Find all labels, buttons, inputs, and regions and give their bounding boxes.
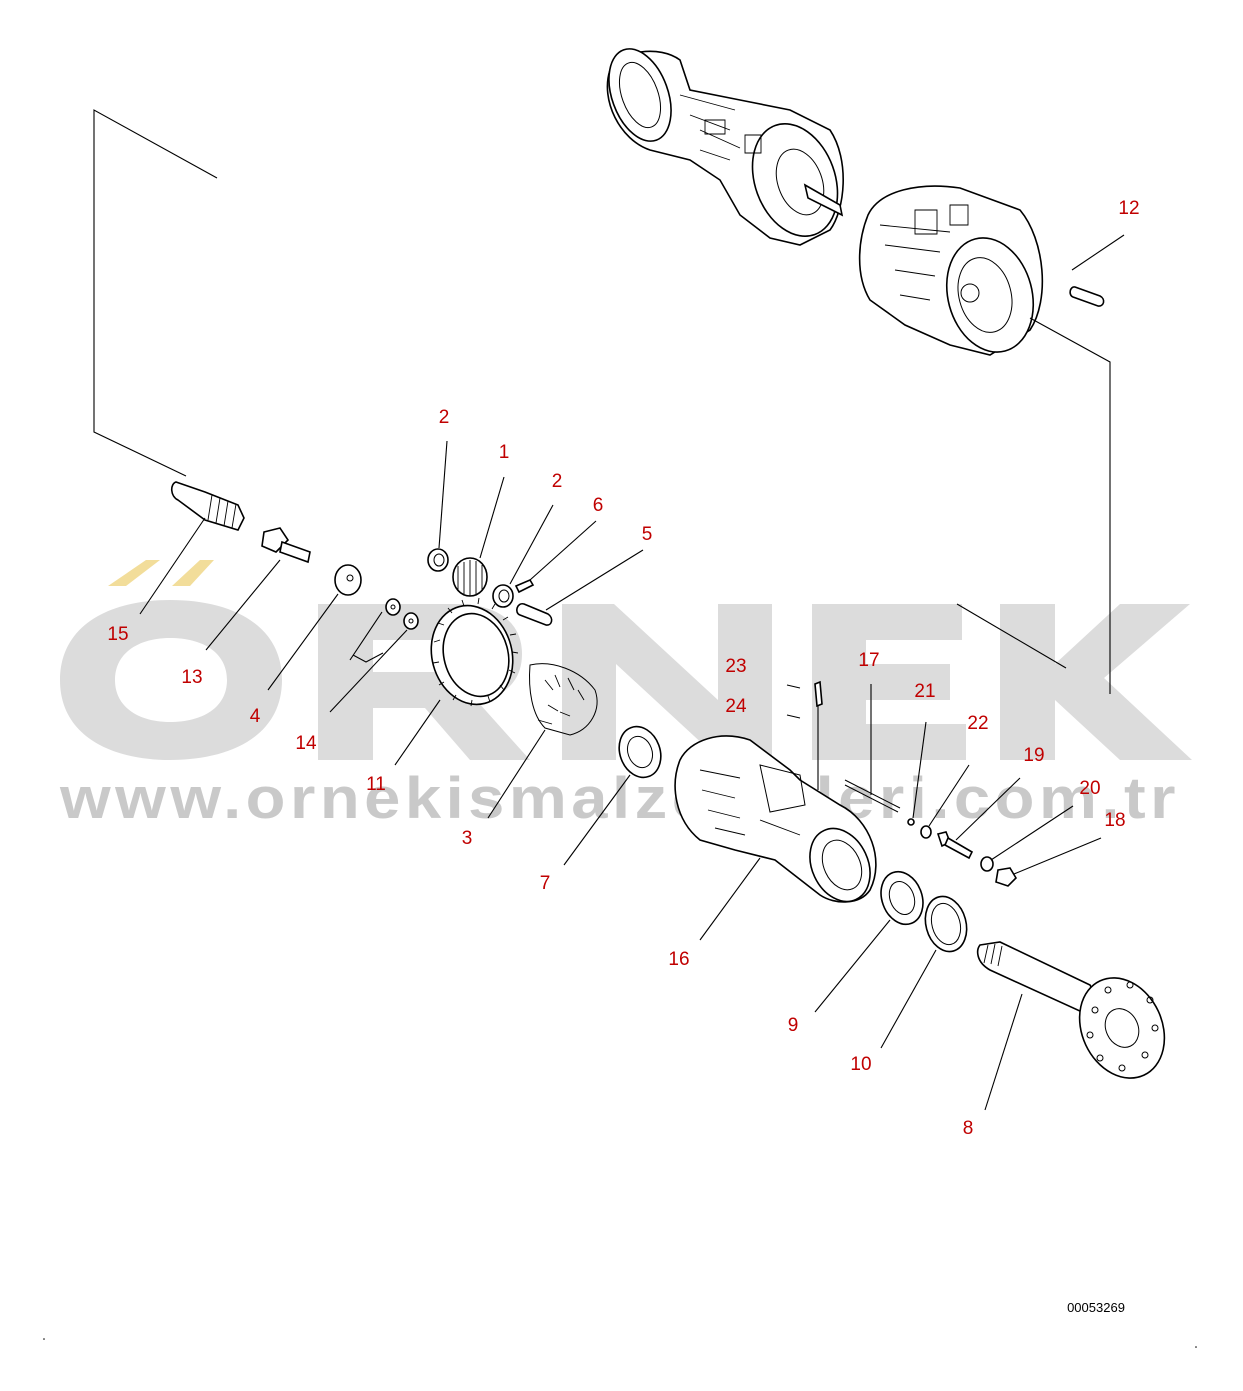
callout-22: 22 — [967, 713, 988, 734]
part-21-fitting — [907, 818, 915, 826]
part-12-pin — [1069, 286, 1105, 307]
callout-3: 3 — [462, 828, 473, 849]
part-3-planet-carrier — [529, 663, 598, 736]
part-10-seal — [924, 895, 968, 953]
part-8-axle-shaft — [976, 941, 1166, 1079]
callout-17: 17 — [858, 650, 879, 671]
part-18-nut — [995, 867, 1018, 887]
callout-12: 12 — [1118, 198, 1139, 219]
callout-4: 4 — [250, 706, 261, 727]
part-17-stud — [844, 779, 901, 813]
part-2-bushing-right — [492, 584, 514, 608]
part-13-bolt — [261, 527, 311, 564]
callout-11: 11 — [366, 774, 386, 795]
part-11-ring-gear — [430, 597, 519, 707]
part-14-shims — [385, 598, 419, 630]
callout-2a: 2 — [439, 407, 450, 428]
callout-2b: 2 — [552, 471, 563, 492]
part-5-planet-shaft — [515, 603, 553, 626]
callout-16: 16 — [668, 949, 689, 970]
part-16-axle-housing — [674, 735, 877, 903]
callout-24: 24 — [725, 696, 747, 717]
part-15-pinion-shaft — [170, 481, 245, 531]
leader-lines — [139, 440, 1102, 1111]
part-19-bolt — [936, 831, 974, 860]
callout-9: 9 — [788, 1015, 799, 1036]
part-4-thrust-washer — [334, 564, 362, 596]
callout-18: 18 — [1104, 810, 1125, 831]
callout-23: 23 — [725, 656, 746, 677]
watermark-accent-right — [172, 560, 214, 586]
part-2-bushing-left — [427, 548, 449, 572]
watermark: www.ornekismalzemeleri.com.tr — [59, 560, 1192, 831]
part-20-washer — [980, 856, 994, 872]
part-23-pin — [814, 680, 823, 708]
reference-lines — [93, 109, 1125, 719]
watermark-url: www.ornekismalzemeleri.com.tr — [59, 766, 1180, 831]
callout-labels: 1 2 2 3 4 5 6 7 8 9 10 11 12 13 14 15 16… — [107, 198, 1139, 1139]
document-number: 00053269 — [1067, 1300, 1125, 1315]
callout-19: 19 — [1023, 745, 1044, 766]
callout-20: 20 — [1079, 778, 1100, 799]
callout-5: 5 — [642, 524, 653, 545]
callout-21: 21 — [914, 681, 935, 702]
callout-1: 1 — [499, 442, 510, 463]
part-9-bearing — [880, 870, 924, 926]
part-6-pin — [514, 578, 535, 594]
callout-6: 6 — [593, 495, 604, 516]
callout-7: 7 — [540, 873, 551, 894]
callout-15: 15 — [107, 624, 128, 645]
callout-13: 13 — [181, 667, 202, 688]
callout-10: 10 — [850, 1054, 871, 1075]
differential-housing — [858, 185, 1044, 356]
corner-marks — [43, 1338, 1197, 1348]
part-1-planet-gear — [452, 557, 488, 597]
callout-8: 8 — [963, 1118, 974, 1139]
watermark-accent-left — [108, 560, 160, 586]
axle-housing-assembly — [606, 48, 844, 246]
part-7-bearing — [618, 725, 662, 779]
part-22-washer — [920, 825, 932, 839]
callout-14: 14 — [295, 733, 317, 754]
